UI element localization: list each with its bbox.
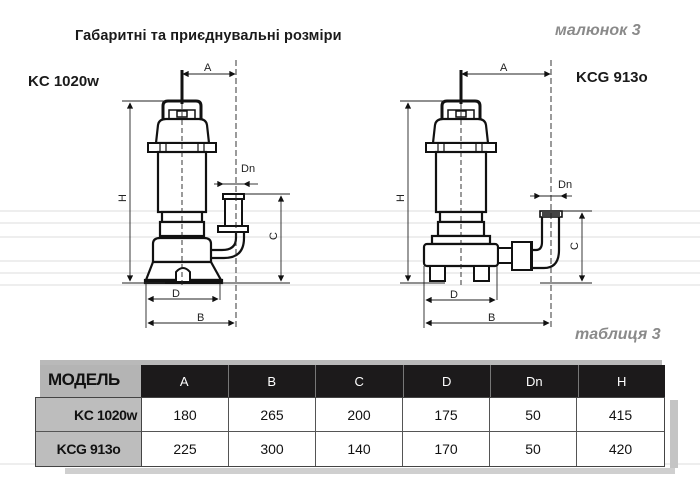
dim-label-h: H: [395, 194, 407, 202]
table-cell: 170: [403, 432, 490, 466]
pump-kcg913o-drawing: [422, 70, 563, 282]
table-header-row: A B C D Dn H: [141, 365, 665, 397]
table-shadow: [670, 400, 678, 468]
dim-label-d: D: [172, 288, 180, 300]
dim-label-d: D: [450, 289, 458, 301]
dim-label-dn: Dn: [558, 179, 572, 191]
table-cell: 175: [403, 398, 490, 432]
model-header-text: МОДЕЛЬ: [48, 370, 120, 389]
dim-label-a: A: [500, 62, 508, 74]
dim-label-c: C: [268, 232, 280, 240]
table-cell: 50: [490, 432, 577, 466]
figure-label: малюнок 3: [555, 22, 641, 39]
dim-label-dn: Dn: [241, 163, 255, 175]
table-cell: 140: [316, 432, 403, 466]
dim-label-b: B: [488, 312, 495, 324]
column-header-d: D: [403, 365, 491, 397]
column-header-b: B: [228, 365, 316, 397]
kcg913o-dimension-lines: [400, 60, 592, 330]
table-cell: 50: [490, 398, 577, 432]
table-cell: 300: [229, 432, 316, 466]
dim-label-b: B: [197, 312, 204, 324]
table-cell: 415: [577, 398, 664, 432]
table-row-model: KC 1020w: [36, 398, 142, 432]
dimensions-table: МОДЕЛЬ A B C D Dn H KC 1020w 180 265 200…: [35, 360, 678, 474]
table-cell: 180: [142, 398, 229, 432]
kcg913o-dimension-text: A H Dn C D B: [395, 62, 581, 324]
kc1020w-dimension-text: A H Dn C D B: [117, 62, 280, 324]
table-shadow: [65, 468, 675, 474]
table-label: таблиця 3: [575, 326, 661, 343]
dim-label-h: H: [117, 194, 129, 202]
table-row-model: KCG 913o: [36, 432, 142, 466]
column-header-dn: Dn: [491, 365, 579, 397]
model-column-header: МОДЕЛЬ: [40, 365, 145, 397]
column-header-a: A: [141, 365, 229, 397]
dim-label-c: C: [569, 242, 581, 250]
dim-label-a: A: [204, 62, 212, 74]
model-label-kc1020w: KC 1020w: [28, 73, 99, 90]
table-cell: 200: [316, 398, 403, 432]
column-header-c: C: [316, 365, 404, 397]
pump-kc1020w-drawing: [143, 70, 249, 285]
page-title: Габаритні та приєднувальні розміри: [75, 28, 342, 44]
table-cell: 420: [608, 441, 633, 457]
column-header-h: H: [578, 365, 665, 397]
model-label-kcg913o: KCG 913o: [576, 69, 648, 86]
table-cell: 225: [142, 432, 229, 466]
kc1020w-dimension-lines: [122, 60, 290, 330]
table-body: KC 1020w 180 265 200 175 50 415 KCG 913o…: [35, 397, 665, 467]
table-cell: 265: [229, 398, 316, 432]
